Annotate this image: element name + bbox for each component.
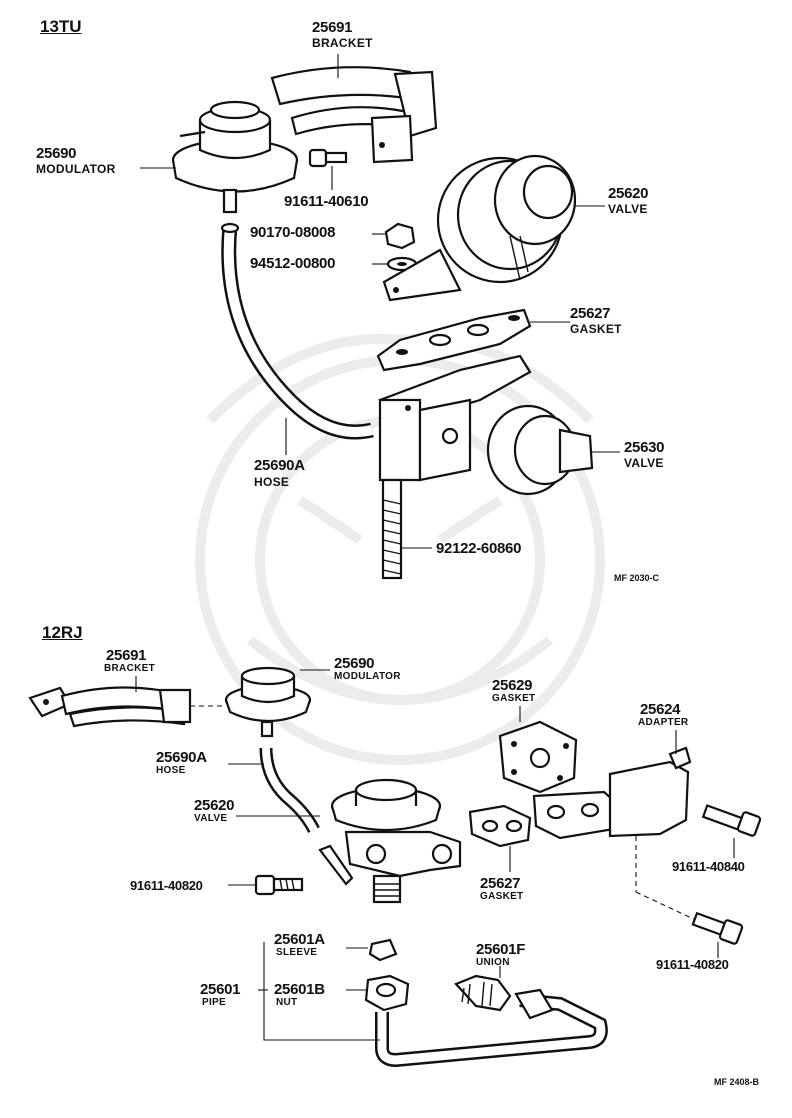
- modulator-25690-bottom: [224, 666, 330, 738]
- sleeve-25601A: [346, 938, 398, 962]
- figure-code-bottom: MF 2408-B: [714, 1077, 760, 1087]
- callout-25690A-bottom-number: 25690A: [156, 749, 207, 766]
- callout-25690A-bottom-name: HOSE: [156, 765, 186, 776]
- callout-25627-bottom-name: GASKET: [480, 891, 524, 902]
- gasket-25629: [498, 706, 578, 794]
- nut-90170-08008: [372, 222, 416, 250]
- callout-25691-number: 25691: [312, 19, 353, 36]
- bolt-91611-40820-left: [228, 874, 304, 896]
- callout-25601A-name: SLEEVE: [276, 947, 318, 958]
- callout-25601B-name: NUT: [276, 997, 298, 1008]
- callout-25690A-name: HOSE: [254, 475, 290, 489]
- callout-25601-number: 25601: [200, 981, 241, 998]
- figure-code-top: MF 2030-C: [614, 573, 660, 583]
- callout-25690-number: 25690: [36, 145, 77, 162]
- bracket-25691-top: [270, 54, 438, 164]
- hose-25690A-top: [220, 222, 374, 455]
- callout-25691-name: BRACKET: [312, 36, 373, 50]
- callout-91611-40840-number: 91611-40840: [672, 859, 745, 874]
- callout-25620-bottom-name: VALVE: [194, 813, 228, 824]
- valve-25620-bottom: [236, 778, 462, 904]
- callout-25601A-number: 25601A: [274, 931, 325, 948]
- callout-25601-name: PIPE: [202, 997, 226, 1008]
- bolt-91611-40840: [701, 804, 762, 858]
- callout-25630-number: 25630: [624, 439, 665, 456]
- callout-25690-bottom-name: MODULATOR: [334, 671, 401, 682]
- bolt-91611-40820-right: [691, 911, 744, 958]
- callout-25627-name: GASKET: [570, 322, 622, 336]
- callout-25691-bottom-number: 25691: [106, 647, 147, 664]
- callout-25690A-number: 25690A: [254, 457, 305, 474]
- callout-25629-name: GASKET: [492, 693, 536, 704]
- callout-25601B-number: 25601B: [274, 981, 325, 998]
- modulator-25690-top: [140, 100, 299, 214]
- callout-25629-number: 25629: [492, 677, 533, 694]
- nut-25601B: [346, 974, 410, 1012]
- valve-25620-top: [382, 154, 605, 302]
- callout-25691-bottom-name: BRACKET: [104, 663, 155, 674]
- valve-25630-top: [378, 354, 620, 496]
- callout-92122-60860-number: 92122-60860: [436, 540, 522, 557]
- section-heading-13tu: 13TU: [40, 17, 82, 36]
- callout-91611-40820-right-number: 91611-40820: [656, 957, 729, 972]
- union-25601F: [454, 966, 512, 1012]
- callout-25690-bottom-number: 25690: [334, 655, 375, 672]
- adapter-25624: [532, 730, 701, 923]
- callout-25624-name: ADAPTER: [638, 717, 689, 728]
- callout-25620-name: VALVE: [608, 202, 648, 216]
- callout-25601F-name: UNION: [476, 957, 510, 968]
- callout-90170-08008-number: 90170-08008: [250, 224, 336, 241]
- bolt-91611-40610: [308, 148, 348, 190]
- callout-25630-name: VALVE: [624, 456, 664, 470]
- callout-25690-name: MODULATOR: [36, 162, 116, 176]
- stud-92122-60860: [381, 478, 432, 580]
- callout-25627-number: 25627: [570, 305, 611, 322]
- callout-25627-bottom-number: 25627: [480, 875, 521, 892]
- bracket-25691-bottom: [28, 676, 226, 728]
- callout-91611-40820-left-number: 91611-40820: [130, 878, 203, 893]
- callout-91611-40610-number: 91611-40610: [284, 193, 369, 210]
- callout-25620-bottom-number: 25620: [194, 797, 235, 814]
- gasket-25627-bottom: [468, 804, 532, 872]
- hose-25690A-bottom: [228, 747, 320, 834]
- callout-94512-00800-number: 94512-00800: [250, 255, 336, 272]
- pipe-25601: [258, 942, 608, 1068]
- gasket-25627-top: [376, 308, 570, 372]
- callout-25601F-number: 25601F: [476, 941, 526, 958]
- callout-25620-number: 25620: [608, 185, 649, 202]
- callout-25624-number: 25624: [640, 701, 681, 718]
- section-heading-12rj: 12RJ: [42, 623, 83, 642]
